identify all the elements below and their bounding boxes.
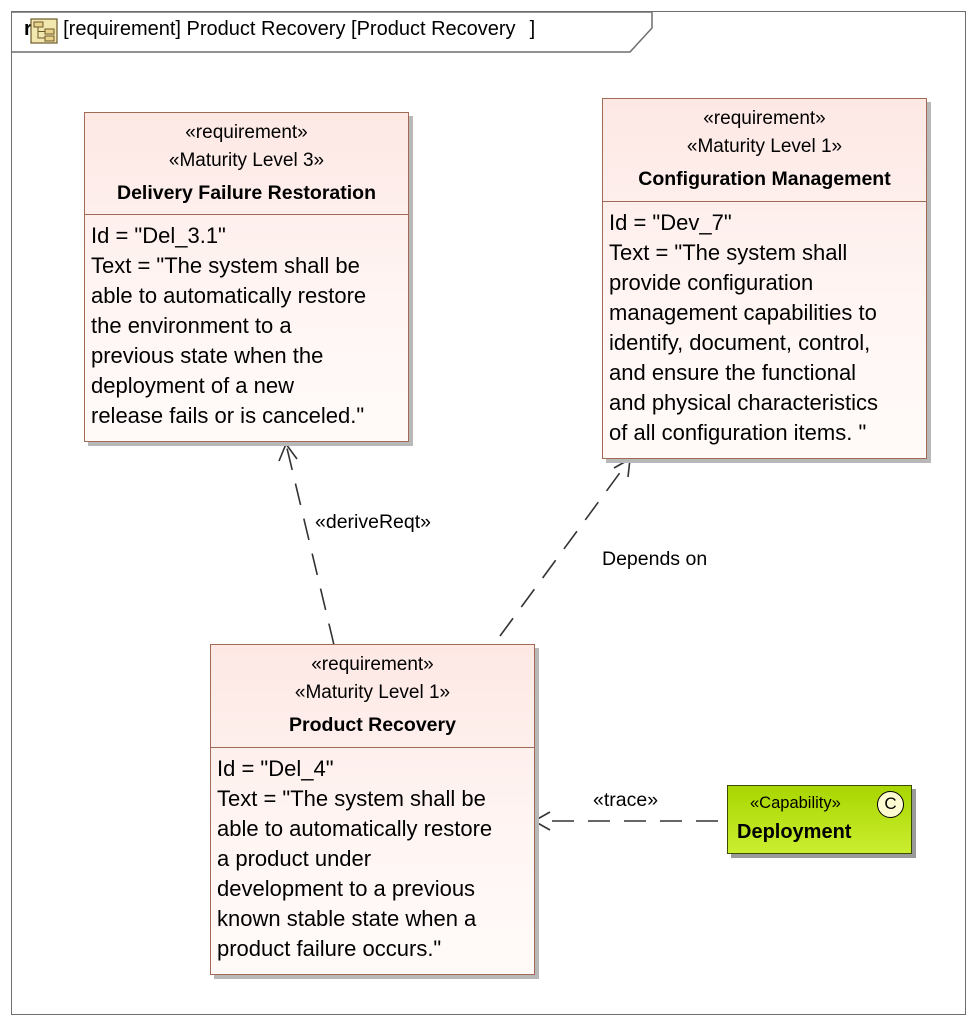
property-line: Id = "Del_3.1" (91, 223, 226, 248)
capability-c-icon: C (877, 791, 904, 818)
requirement-properties: Id = "Del_3.1" Text = "The system shall … (85, 215, 408, 431)
requirement-product-recovery[interactable]: «requirement» «Maturity Level 1» Product… (210, 644, 535, 975)
derive-reqt-label: «deriveReqt» (315, 511, 431, 533)
stereotype-maturity: «Maturity Level 1» (686, 136, 843, 157)
depends-on-line[interactable] (499, 458, 631, 637)
property-line: able to automatically restore (91, 283, 367, 308)
capability-deployment[interactable]: «Capability» Deployment C (727, 785, 912, 854)
property-line: and ensure the functional (609, 360, 857, 385)
requirement-header: «requirement» «Maturity Level 3» Deliver… (85, 113, 408, 215)
requirement-name: Delivery Failure Restoration (116, 182, 376, 204)
stereotype-requirement: «requirement» (703, 108, 826, 129)
capability-name: Deployment (737, 821, 852, 843)
property-line: deployment of a new (91, 373, 295, 398)
property-line: Text = "The system shall (609, 240, 848, 265)
trace-label: «trace» (593, 789, 659, 811)
property-line: Text = "The system shall be (217, 786, 486, 811)
depends-on-arrowhead (613, 457, 631, 478)
property-line: previous state when the (91, 343, 324, 368)
property-line: product failure occurs." (217, 936, 442, 961)
requirement-name: Product Recovery (289, 714, 456, 736)
requirement-configuration-management[interactable]: «requirement» «Maturity Level 1» Configu… (602, 98, 927, 459)
property-line: able to automatically restore (217, 816, 493, 841)
property-line: Id = "Dev_7" (609, 210, 732, 235)
property-line: Text = "The system shall be (91, 253, 360, 278)
property-line: a product under (217, 846, 372, 871)
stereotype-requirement: «requirement» (311, 654, 434, 675)
property-line: development to a previous (217, 876, 476, 901)
frame-tab-outline (12, 12, 653, 53)
property-line: of all configuration items. " (609, 420, 867, 445)
depends-on-label: Depends on (602, 548, 708, 570)
requirement-properties: Id = "Del_4" Text = "The system shall be… (211, 748, 534, 964)
property-line: the environment to a (91, 313, 292, 338)
property-line: and physical characteristics (609, 390, 879, 415)
property-line: known stable state when a (217, 906, 477, 931)
frame-tab-label: req [requirement] Product Recovery [ Pro… (24, 18, 536, 44)
stereotype-maturity: «Maturity Level 1» (294, 682, 451, 703)
property-line: release fails or is canceled." (91, 403, 365, 428)
property-line: management capabilities to (609, 300, 877, 325)
capability-stereotype: «Capability» (750, 794, 841, 812)
property-line: identify, document, control, (609, 330, 871, 355)
frame-diagram-ref[interactable]: Product Recovery (356, 18, 516, 40)
frame-close-bracket: ] (529, 18, 536, 40)
frame-title: [requirement] Product Recovery [ (63, 18, 357, 40)
diagram-icon (30, 18, 58, 44)
property-line: Id = "Del_4" (217, 756, 334, 781)
derive-reqt-arrowhead (278, 442, 298, 462)
requirement-header: «requirement» «Maturity Level 1» Configu… (603, 99, 926, 202)
requirement-header: «requirement» «Maturity Level 1» Product… (211, 645, 534, 748)
requirement-delivery-failure-restoration[interactable]: «requirement» «Maturity Level 3» Deliver… (84, 112, 409, 442)
requirement-name: Configuration Management (638, 168, 891, 190)
derive-reqt-line[interactable] (285, 443, 335, 646)
requirement-properties: Id = "Dev_7" Text = "The system shall pr… (603, 202, 926, 448)
stereotype-maturity: «Maturity Level 3» (168, 150, 325, 171)
property-line: provide configuration (609, 270, 814, 295)
stereotype-requirement: «requirement» (185, 122, 308, 143)
diagram-frame: req [requirement] Product Recovery [ Pro… (11, 11, 966, 1015)
